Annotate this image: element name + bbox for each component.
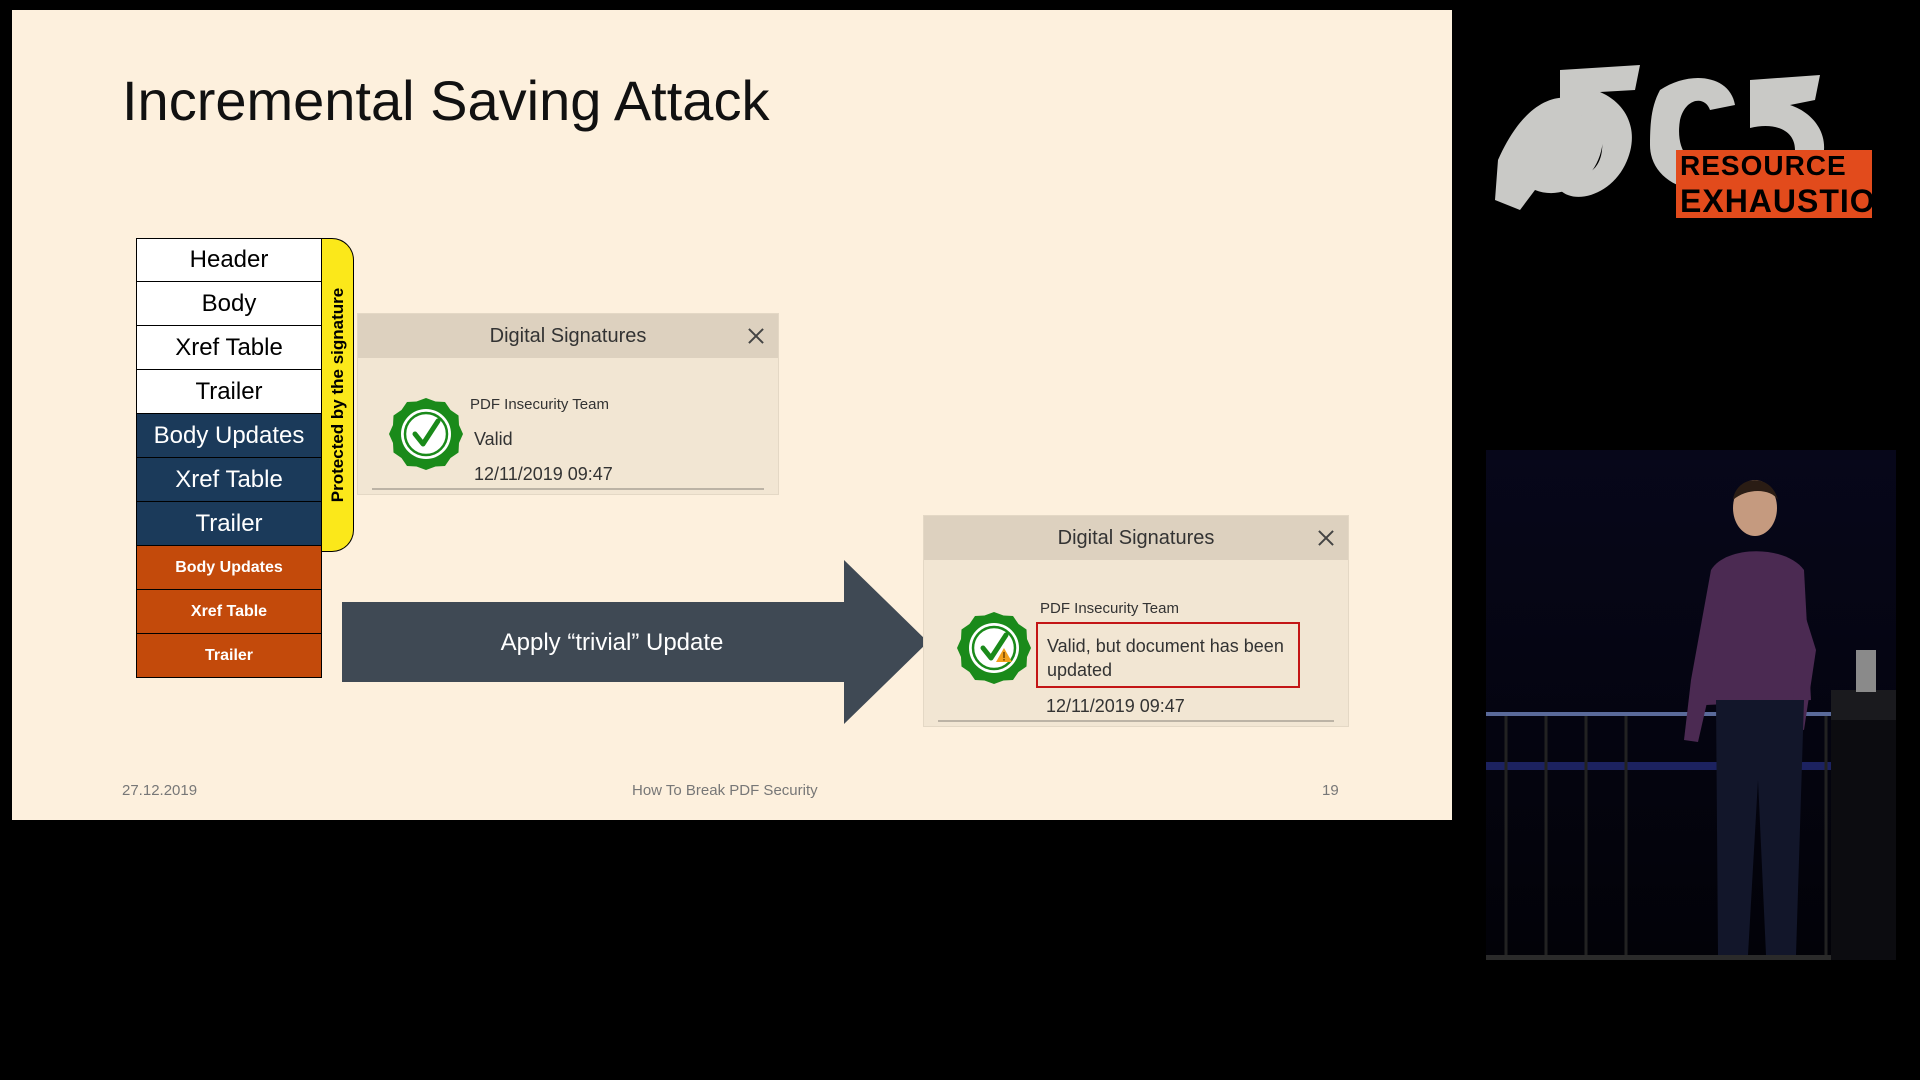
logo-accent-block: [1676, 150, 1872, 218]
dialog-status: Valid: [474, 429, 513, 449]
footer-page-number: 19: [1322, 782, 1339, 799]
logo-text-resource: RESOURCE: [1680, 150, 1847, 181]
speaker-video-image: [1486, 450, 1896, 960]
stack-xref-table: Xref Table: [136, 326, 322, 370]
footer-date: 27.12.2019: [122, 782, 198, 799]
dialog-signer: PDF Insecurity Team: [470, 396, 609, 413]
dialog-signer: PDF Insecurity Team: [1040, 600, 1179, 617]
dialog-title: Digital Signatures: [1057, 526, 1215, 549]
dialog-title: Digital Signatures: [489, 324, 647, 347]
signature-dialog-valid: Digital Signatures PDF Insecurity Team V…: [358, 314, 778, 494]
warning-highlight-box: Valid, but document has been updated: [1036, 622, 1300, 688]
close-icon[interactable]: [1314, 526, 1338, 550]
footer-title: How To Break PDF Security: [632, 782, 818, 799]
stack-attack-xref-table: Xref Table: [136, 590, 322, 634]
slide-title: Incremental Saving Attack: [122, 69, 770, 132]
stack-attack-body-updates: Body Updates: [136, 546, 322, 590]
dialog-header: Digital Signatures: [358, 314, 778, 358]
dialog-date: 12/11/2019 09:47: [474, 464, 613, 484]
logo-text-exhaustion: EXHAUSTION: [1680, 183, 1900, 219]
stack-body: Body: [136, 282, 322, 326]
presentation-slide: Incremental Saving Attack Header Body Xr…: [12, 10, 1452, 820]
stack-update-xref-table: Xref Table: [136, 458, 322, 502]
verified-seal-warning-icon: [957, 612, 1031, 684]
dialog-divider: [372, 488, 764, 490]
signature-dialog-updated: Digital Signatures PDF Insecurity Team V…: [924, 516, 1348, 726]
dialog-status: Valid, but document has been updated: [1047, 636, 1284, 680]
stack-attack-trailer: Trailer: [136, 634, 322, 678]
stack-trailer: Trailer: [136, 370, 322, 414]
dialog-divider: [938, 720, 1334, 722]
bracket-label: Protected by the signature: [327, 287, 347, 503]
signature-bracket: Protected by the signature: [322, 238, 354, 552]
arrow-right-icon: [342, 560, 928, 724]
arrow-label: Apply “trivial” Update: [500, 629, 724, 656]
stack-body-updates: Body Updates: [136, 414, 322, 458]
dialog-header: Digital Signatures: [924, 516, 1348, 560]
stack-header: Header: [136, 238, 322, 282]
speaker-video-feed: [1486, 450, 1896, 960]
verified-seal-icon: [389, 398, 463, 470]
dialog-date: 12/11/2019 09:47: [1046, 696, 1185, 716]
close-icon[interactable]: [744, 324, 768, 348]
pdf-structure-stack: Header Body Xref Table Trailer Body Upda…: [136, 238, 322, 678]
stack-update-trailer: Trailer: [136, 502, 322, 546]
